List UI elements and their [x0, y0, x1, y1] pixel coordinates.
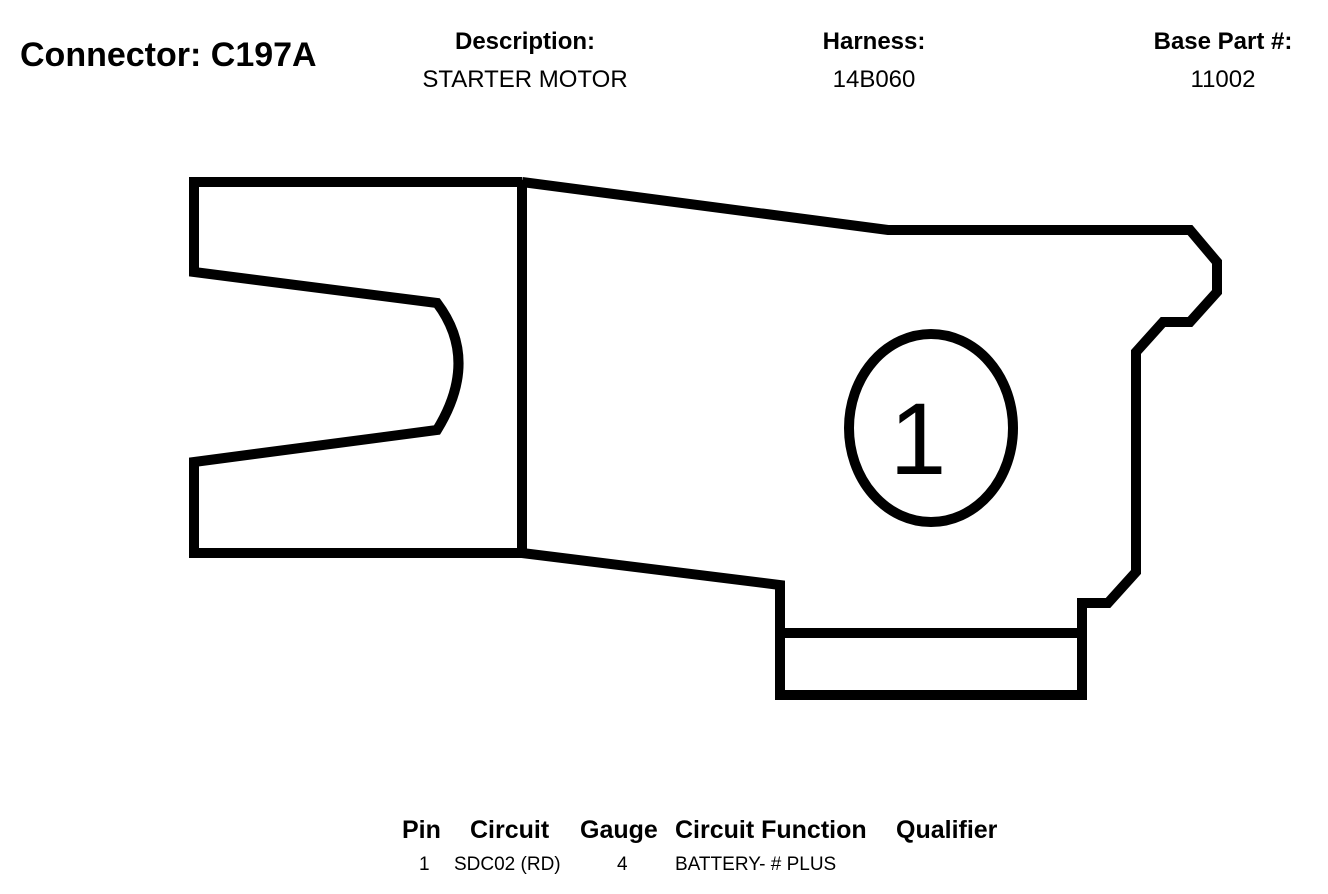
- fork-terminal-outline: [189, 177, 522, 558]
- connector-title: Connector: C197A: [20, 36, 317, 74]
- base-part-label: Base Part #:: [1153, 28, 1293, 55]
- row-circuit: SDC02 (RD): [454, 854, 561, 875]
- pin-1-label: 1: [890, 382, 947, 496]
- description-block: Description: STARTER MOTOR: [385, 28, 665, 94]
- harness-label: Harness:: [822, 28, 926, 55]
- connector-body-outline: [521, 177, 1222, 700]
- table-header-pin: Pin: [402, 816, 441, 844]
- connector-diagram: 1: [189, 177, 1222, 700]
- row-function: BATTERY- # PLUS: [675, 854, 837, 875]
- table-header-circuit: Circuit: [470, 816, 550, 844]
- table-header-function: Circuit Function: [675, 816, 867, 844]
- description-value: STARTER MOTOR: [422, 66, 628, 93]
- harness-block: Harness: 14B060: [774, 28, 974, 94]
- pin-1-circle: [844, 329, 1018, 527]
- base-part-block: Base Part #: 11002: [1123, 28, 1323, 94]
- row-gauge: 4: [617, 854, 628, 875]
- table-header-qualifier: Qualifier: [896, 816, 998, 844]
- base-part-value: 11002: [1190, 66, 1256, 93]
- description-label: Description:: [454, 28, 595, 55]
- table-header-gauge: Gauge: [580, 816, 658, 844]
- harness-value: 14B060: [832, 66, 916, 93]
- row-pin: 1: [419, 854, 430, 875]
